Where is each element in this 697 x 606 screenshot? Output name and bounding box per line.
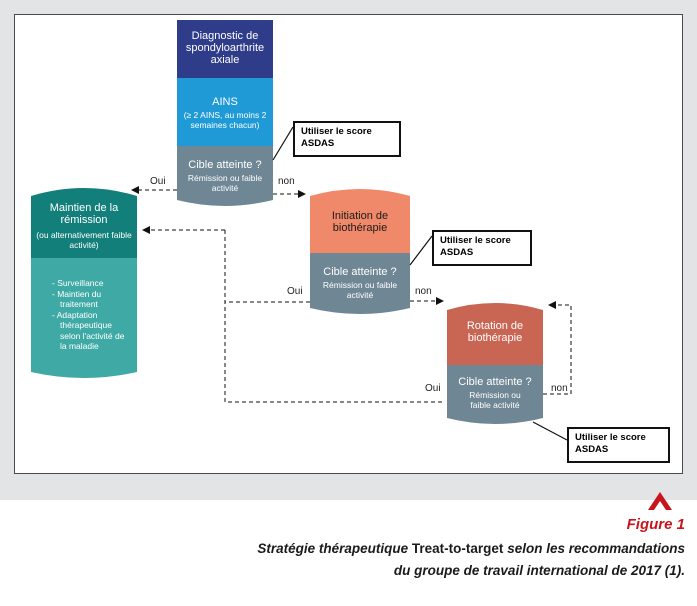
figure-number: Figure 1 <box>626 516 685 533</box>
cible3-detail: Rémission ou faible activité <box>469 390 521 410</box>
non3-loop <box>543 301 572 395</box>
maintien-top-box <box>31 188 137 258</box>
initiation-text: Initiation de biothérapie <box>331 210 389 234</box>
rotation-box <box>447 303 543 365</box>
maintien-title: Maintien de la rémission <box>49 202 119 226</box>
score2-pointer <box>409 235 433 266</box>
non3-label: non <box>551 383 568 394</box>
non2-label: non <box>415 286 432 297</box>
cible3-box <box>447 365 543 424</box>
non1-label: non <box>278 176 295 187</box>
ains-detail: (≥ 2 AINS, au moins 2 semaines chacun) <box>183 110 267 130</box>
maintien-item: - Surveillance <box>52 278 104 288</box>
ains-title: AINS <box>212 96 238 108</box>
oui1-label: Oui <box>150 176 166 187</box>
logo-arrow-icon <box>648 492 672 510</box>
maintien-item: - Adaptation thérapeutique selon l'activ… <box>52 309 125 352</box>
cible1-detail: Rémission ou faible activité <box>187 173 263 193</box>
diagnostic-box <box>177 20 273 78</box>
ains-box <box>177 78 273 146</box>
score1-pointer <box>272 126 294 161</box>
diagnostic-text: Diagnostic de spondyloarthrite axiale <box>185 30 265 66</box>
score-note-2: Utiliser le score ASDAS <box>432 230 532 266</box>
cible1-title: Cible atteinte ? <box>188 159 262 171</box>
maintien-item: - Maintien du traitement <box>52 288 102 310</box>
maintien-list: - Surveillance - Maintien du traitement … <box>52 278 132 352</box>
score-note-3: Utiliser le score ASDAS <box>567 427 670 463</box>
maintien-bottom-box <box>31 258 137 378</box>
oui3-label: Oui <box>425 383 441 394</box>
loop-line <box>224 230 445 403</box>
rotation-text: Rotation de biothérapie <box>466 320 524 344</box>
oui2-label: Oui <box>287 286 303 297</box>
cible2-detail: Rémission ou faible activité <box>322 280 398 300</box>
maintien-detail: (ou alternativement faible activité) <box>36 230 132 250</box>
cible1-box <box>177 146 273 206</box>
cible3-title: Cible atteinte ? <box>458 376 532 388</box>
caption-line-1: Stratégie thérapeutique Treat-to-target … <box>257 541 685 556</box>
cible2-title: Cible atteinte ? <box>323 266 397 278</box>
score-note-1: Utiliser le score ASDAS <box>293 121 401 157</box>
score3-pointer <box>532 421 568 441</box>
initiation-box <box>310 189 410 253</box>
figure-caption: Stratégie thérapeutique Treat-to-target … <box>85 538 685 582</box>
caption-line-2: du groupe de travail international de 20… <box>393 563 685 578</box>
cible2-box <box>310 253 410 314</box>
